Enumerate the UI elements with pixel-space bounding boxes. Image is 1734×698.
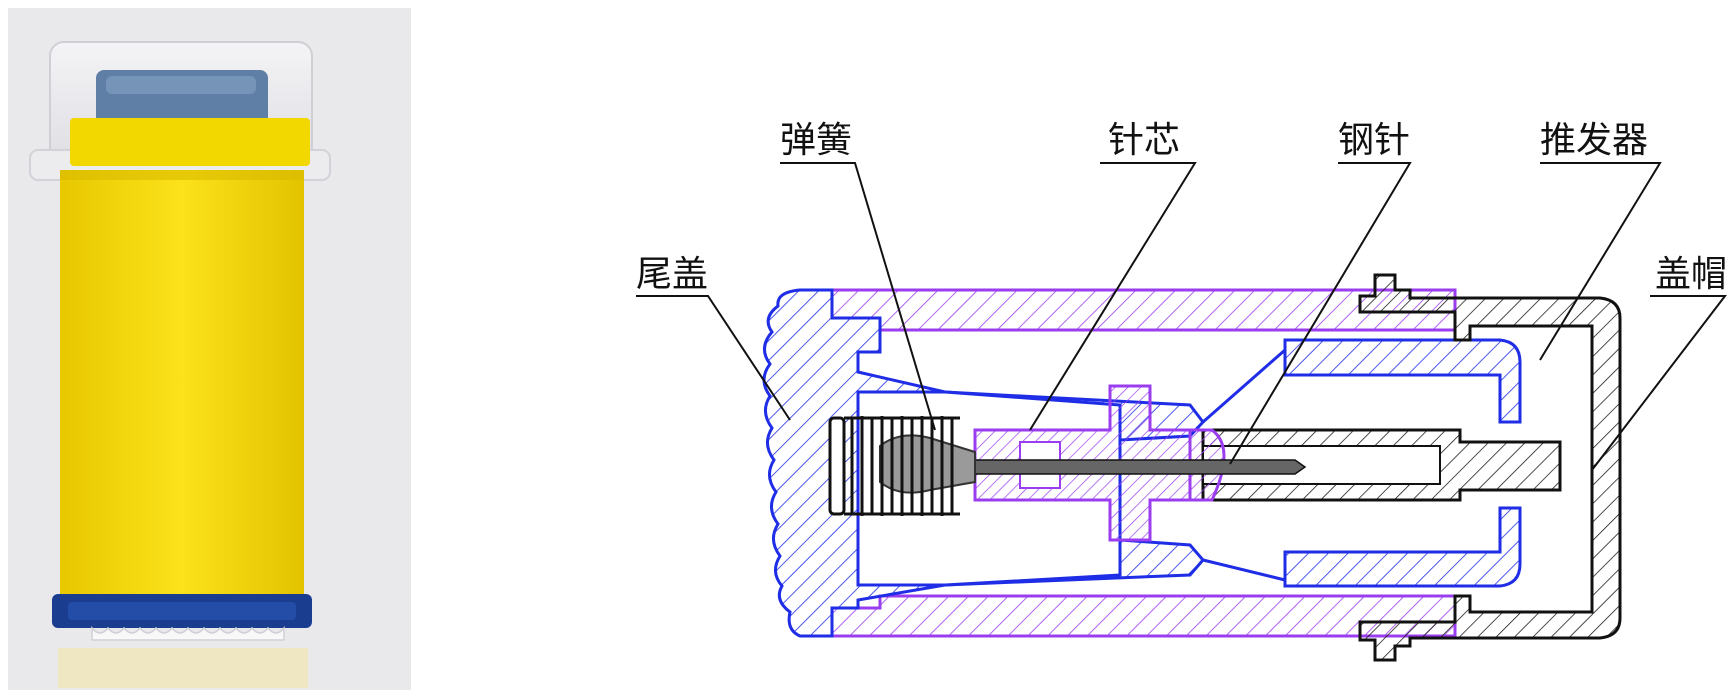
label-pusher: 推发器	[1540, 120, 1648, 161]
reflection	[58, 648, 308, 688]
pusher-arm-lower	[1202, 558, 1286, 582]
serrated-edge	[91, 625, 285, 641]
leader-spring	[780, 162, 936, 431]
leader-cover-cap	[1591, 295, 1728, 471]
pusher-arm-upper	[1202, 348, 1286, 424]
spring	[828, 416, 960, 516]
leader-needle-core	[1029, 162, 1197, 431]
leader-lines	[636, 162, 1728, 471]
yellow-collar	[70, 118, 310, 166]
label-tail-cap: 尾盖	[636, 254, 708, 295]
label-needle-core: 针芯	[1108, 120, 1180, 161]
leader-pusher	[1539, 162, 1662, 361]
label-steel-needle: 钢针	[1338, 120, 1410, 161]
yellow-body	[60, 170, 304, 596]
pusher-lower	[1283, 506, 1522, 588]
leader-steel-needle	[1229, 162, 1412, 465]
cross-section-diagram: 弹簧 针芯 钢针 推发器 尾盖 盖帽	[636, 120, 1728, 662]
pusher-upper	[1283, 338, 1522, 424]
label-spring: 弹簧	[780, 120, 852, 161]
leader-tail-cap	[636, 295, 791, 421]
lancet-photo	[8, 8, 411, 690]
cover-cap	[1358, 273, 1622, 662]
label-cover-cap: 盖帽	[1655, 254, 1727, 295]
